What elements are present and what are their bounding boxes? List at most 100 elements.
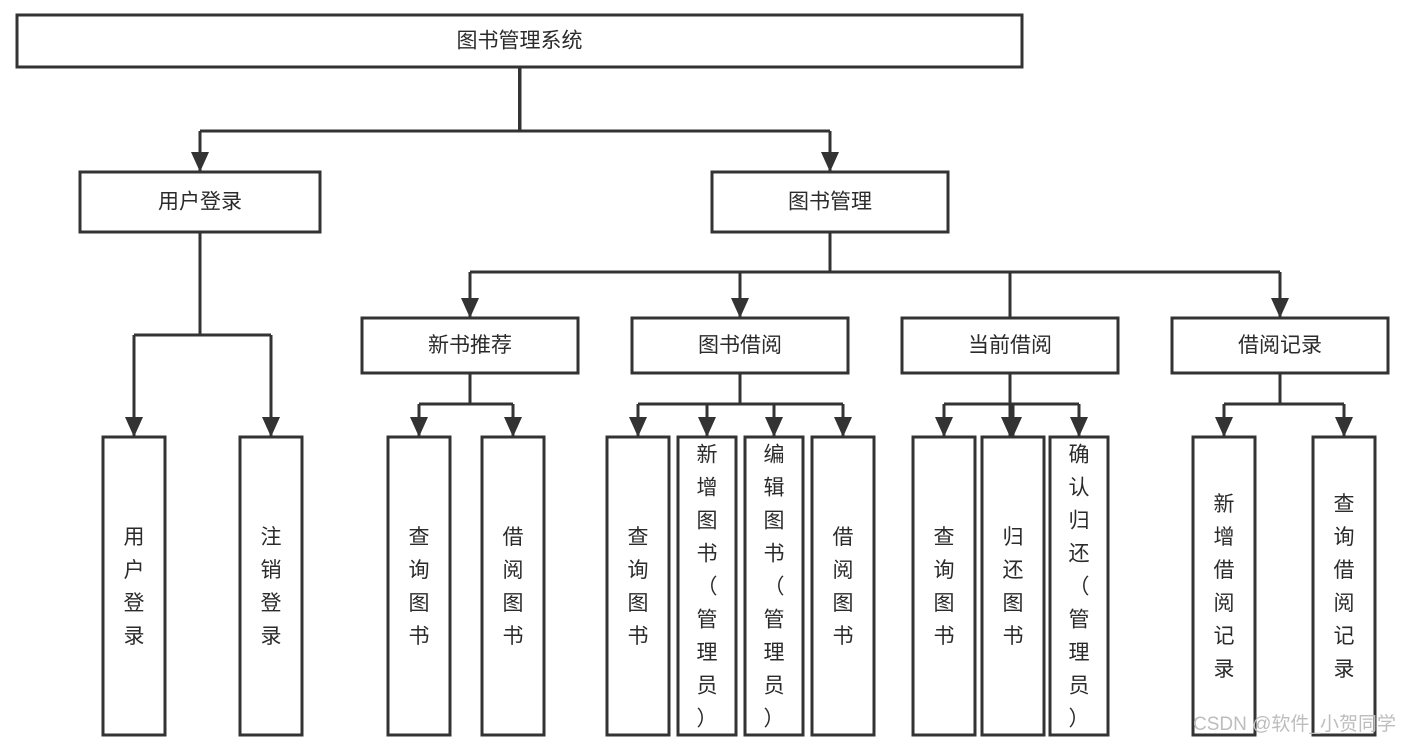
connector-user-login-bus xyxy=(134,271,271,337)
connector-layer xyxy=(125,67,1353,437)
arrow-head-icon xyxy=(629,417,647,437)
arrow-head-icon xyxy=(1070,417,1088,437)
arrow-head-icon xyxy=(731,298,749,318)
leaf-node-12-label: 查询借阅记录 xyxy=(1334,493,1355,681)
level3-node-2-box[interactable] xyxy=(900,316,1120,375)
level3-node-2-label: 当前借阅 xyxy=(968,334,1052,357)
leaf-node-3[interactable]: 借阅图书 xyxy=(480,435,546,737)
arrow-head-icon xyxy=(191,152,209,172)
arrow-head-icon xyxy=(410,417,428,437)
leaf-node-11[interactable]: 新增借阅记录 xyxy=(1191,435,1257,737)
leaf-node-2[interactable]: 查询图书 xyxy=(386,435,452,737)
arrow-head-icon xyxy=(821,152,839,172)
leaf-node-7-box[interactable] xyxy=(810,435,876,737)
level2-node-1-box[interactable] xyxy=(710,170,950,234)
leaf-node-0[interactable]: 用户登录 xyxy=(101,435,167,737)
edge-drop xyxy=(1070,404,1088,437)
leaf-node-7-label: 借阅图书 xyxy=(833,526,854,648)
leaf-node-9-box[interactable] xyxy=(980,435,1046,737)
leaf-node-2-label: 查询图书 xyxy=(409,526,430,648)
arrow-head-icon xyxy=(765,417,783,437)
leaf-node-0-label: 用户登录 xyxy=(124,526,145,648)
edge-drop xyxy=(834,404,852,437)
csdn-watermark: CSDN @软件_小贺同学 xyxy=(1193,713,1396,735)
level3-node-2[interactable]: 当前借阅 xyxy=(900,316,1120,375)
arrow-head-icon xyxy=(935,417,953,437)
leaf-node-4-box[interactable] xyxy=(605,435,671,737)
edge-drop xyxy=(935,404,953,437)
arrow-head-icon xyxy=(1215,417,1233,437)
leaf-node-9[interactable]: 归还图书 xyxy=(980,435,1046,737)
arrow-head-icon xyxy=(504,417,522,437)
edge-drop xyxy=(629,404,647,437)
level2-node-0-label: 用户登录 xyxy=(158,191,242,214)
leaf-node-5-box[interactable] xyxy=(676,435,738,737)
edge-drop xyxy=(504,404,522,437)
leaf-node-8-box[interactable] xyxy=(911,435,977,737)
level3-node-3[interactable]: 借阅记录 xyxy=(1170,316,1390,375)
level3-node-1-label: 图书借阅 xyxy=(698,334,782,357)
leaf-node-5-label: 新增图书（管理员） xyxy=(697,444,718,731)
edge-drop xyxy=(461,272,479,318)
edge-drop xyxy=(262,335,280,437)
edge-drop xyxy=(191,131,209,172)
leaf-node-10-box[interactable] xyxy=(1048,435,1110,737)
leaf-node-6-box[interactable] xyxy=(743,435,805,737)
leaf-node-7[interactable]: 借阅图书 xyxy=(810,435,876,737)
leaf-node-3-box[interactable] xyxy=(480,435,546,737)
edge-drop xyxy=(1335,404,1353,437)
leaf-node-10-label: 确认归还（管理员） xyxy=(1069,444,1090,731)
level2-node-0[interactable]: 用户登录 xyxy=(78,170,322,234)
leaf-node-1-label: 注销登录 xyxy=(261,526,282,648)
leaf-node-8-label: 查询图书 xyxy=(934,526,955,648)
level3-node-0-label: 新书推荐 xyxy=(428,334,512,357)
level2-node-0-box[interactable] xyxy=(78,170,322,234)
edge-drop xyxy=(1004,404,1022,437)
edge-drop xyxy=(410,404,428,437)
arrow-head-icon xyxy=(125,417,143,437)
edge-drop xyxy=(698,404,716,437)
leaf-node-4-label: 查询图书 xyxy=(628,526,649,648)
leaf-node-2-box[interactable] xyxy=(386,435,452,737)
edge-drop xyxy=(731,272,749,318)
root-node-box[interactable] xyxy=(15,13,1024,69)
level2-node-1-label: 图书管理 xyxy=(788,191,872,214)
leaf-node-10[interactable]: 确认归还（管理员） xyxy=(1048,435,1110,737)
leaf-node-4[interactable]: 查询图书 xyxy=(605,435,671,737)
arrow-head-icon xyxy=(1271,298,1289,318)
level3-node-1-box[interactable] xyxy=(630,316,850,375)
arrow-head-icon xyxy=(461,298,479,318)
level3-node-0-box[interactable] xyxy=(360,316,580,375)
level3-node-3-box[interactable] xyxy=(1170,316,1390,375)
arrow-head-icon xyxy=(1335,417,1353,437)
leaf-node-6[interactable]: 编辑图书（管理员） xyxy=(743,435,805,737)
arrow-head-icon xyxy=(698,417,716,437)
level3-node-1[interactable]: 图书借阅 xyxy=(630,316,850,375)
leaf-node-8[interactable]: 查询图书 xyxy=(911,435,977,737)
level2-node-1[interactable]: 图书管理 xyxy=(710,170,950,234)
leaf-node-12-box[interactable] xyxy=(1311,435,1377,737)
connector-root-bus xyxy=(200,67,830,133)
edge-drop xyxy=(1215,404,1233,437)
arrow-head-icon xyxy=(834,417,852,437)
edge-drop xyxy=(765,404,783,437)
edge-drop xyxy=(1271,272,1289,318)
leaf-node-1-box[interactable] xyxy=(238,435,304,737)
edge-drop xyxy=(125,335,143,437)
leaf-node-1[interactable]: 注销登录 xyxy=(238,435,304,737)
leaf-node-9-label: 归还图书 xyxy=(1003,526,1024,648)
node-layer: 图书管理系统用户登录图书管理新书推荐图书借阅当前借阅借阅记录用户登录注销登录查询… xyxy=(15,13,1390,737)
leaf-node-3-label: 借阅图书 xyxy=(503,526,524,648)
level3-node-0[interactable]: 新书推荐 xyxy=(360,316,580,375)
root-node-label: 图书管理系统 xyxy=(457,30,583,53)
edge-drop xyxy=(821,131,839,172)
leaf-node-12[interactable]: 查询借阅记录 xyxy=(1311,435,1377,737)
root-node[interactable]: 图书管理系统 xyxy=(15,13,1024,69)
leaf-node-5[interactable]: 新增图书（管理员） xyxy=(676,435,738,737)
arrow-head-icon xyxy=(262,417,280,437)
leaf-node-11-box[interactable] xyxy=(1191,435,1257,737)
leaf-node-0-box[interactable] xyxy=(101,435,167,737)
level3-node-3-label: 借阅记录 xyxy=(1238,334,1322,357)
